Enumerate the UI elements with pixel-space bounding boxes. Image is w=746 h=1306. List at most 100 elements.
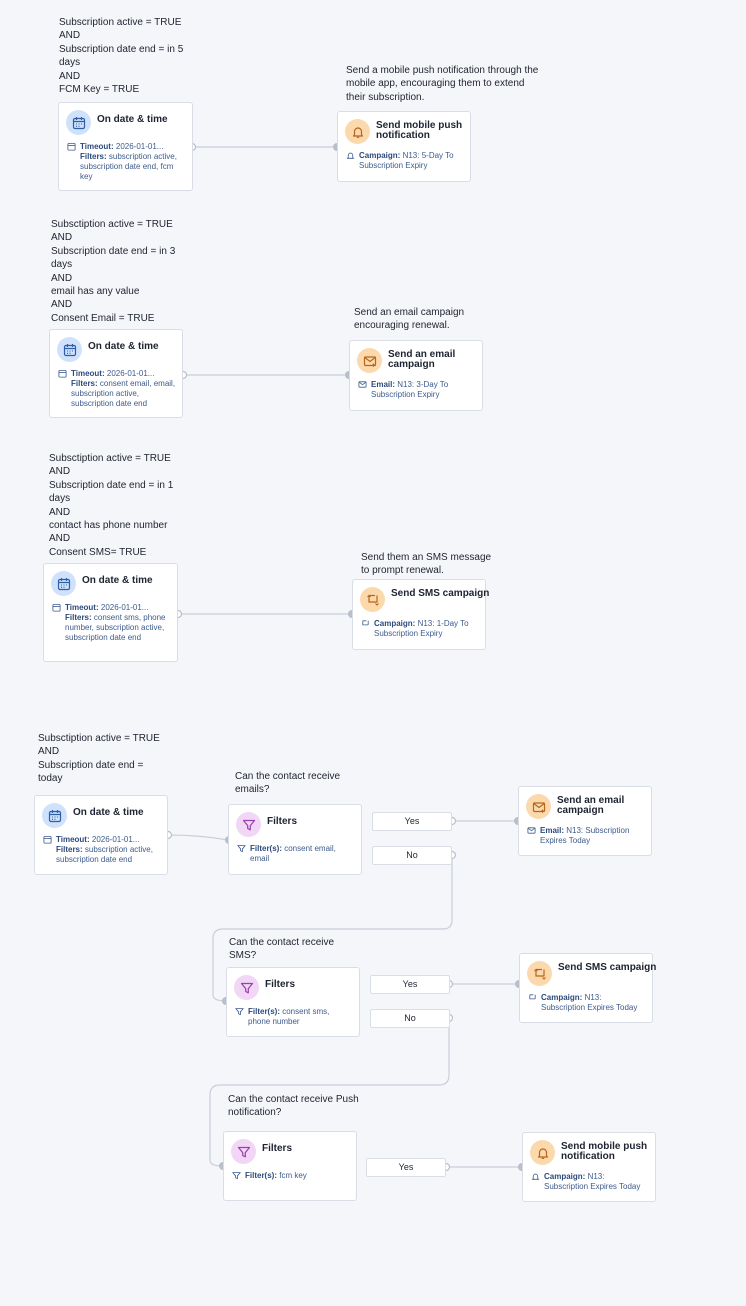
calendar-small-icon [43,835,52,844]
email-label: Email: [540,826,565,835]
action-note: Send an email campaign encouraging renew… [354,307,465,332]
trigger-node-date-time[interactable]: On date & time Timeout: 2026-01-01... Fi… [49,329,183,418]
timeout-value: 2026-01-01... [100,603,149,612]
funnel-icon [236,812,261,837]
mail-small-icon [527,827,536,834]
branch-no[interactable]: No [370,1009,450,1028]
filters-value: consent sms, phone number [248,1007,330,1026]
filters-label: Filters: [56,845,83,854]
timeout-value: 2026-01-01... [115,142,164,151]
condition-note: Subsctiption active = TRUE AND Subscript… [51,219,176,324]
calendar-icon [42,803,67,828]
node-detail: Filter(s): fcm key [232,1171,350,1181]
campaign-label: Campaign: [374,619,416,628]
filters-value: consent email, email [250,844,336,863]
calendar-icon [57,337,82,362]
funnel-small-icon [237,845,246,853]
action-node-email[interactable]: Send an email campaign Email: N13: Subsc… [518,786,652,856]
timeout-value: 2026-01-01... [91,835,140,844]
node-title: Send an email campaign [388,349,456,370]
campaign-label: Campaign: [541,993,583,1002]
node-detail: Campaign: N13: 1-Day To Subscription Exp… [361,619,479,639]
filter-note: Can the contact receive Push notificatio… [228,1094,359,1119]
sms-small-icon [362,620,369,626]
sms-small-icon [529,994,536,1000]
filter-node[interactable]: Filters Filter(s): consent email, email [228,804,362,875]
campaign-value: N13: 1-Day To Subscription Expiry [374,619,469,638]
action-node-sms[interactable]: Send SMS campaign Campaign: N13: 1-Day T… [352,579,489,650]
node-detail: Email: N13: 3-Day To Subscription Expiry [358,380,476,400]
filters-label: Filter(s): [248,1007,280,1016]
action-note: Send a mobile push notification through … [346,65,539,103]
node-title: Send mobile push notification [376,120,463,141]
mail-icon [357,348,382,373]
branch-yes[interactable]: Yes [370,975,450,994]
filters-label: Filters: [65,613,92,622]
node-title: Filters [262,1143,293,1154]
action-node-email[interactable]: Send an email campaign Email: N13: 3-Day… [349,340,483,411]
filters-value: subscription active, subscription date e… [80,152,177,181]
calendar-small-icon [58,369,67,378]
filters-label: Filters: [80,152,107,161]
bell-icon [530,1140,555,1165]
filters-label: Filter(s): [250,844,282,853]
email-value: N13: 3-Day To Subscription Expiry [371,380,449,399]
trigger-node-date-time[interactable]: On date & time Timeout: 2026-01-01... Fi… [34,795,168,875]
campaign-value: N13: Subscription Expires Today [541,993,638,1012]
node-detail: Filter(s): consent email, email [237,844,355,864]
node-title: Send an email campaign [557,795,625,816]
action-node-push[interactable]: Send mobile push notification Campaign: … [337,111,471,182]
calendar-small-icon [67,142,76,151]
node-detail: Timeout: 2026-01-01... Filters: subscrip… [43,835,161,865]
filter-note: Can the contact receive emails? [235,771,341,796]
node-title: On date & time [88,341,159,352]
calendar-icon [66,110,91,135]
timeout-label: Timeout: [71,369,105,378]
email-value: N13: Subscription Expires Today [540,826,630,845]
node-title: Send SMS campaign [391,588,490,599]
action-node-push[interactable]: Send mobile push notification Campaign: … [522,1132,656,1202]
trigger-node-date-time[interactable]: On date & time Timeout: 2026-01-01... Fi… [58,102,193,191]
branch-yes[interactable]: Yes [372,812,452,831]
mail-icon [526,794,551,819]
filters-value: consent sms, phone number, subscription … [65,613,166,642]
filters-value: subscription active, subscription date e… [56,845,153,864]
campaign-value: N13: Subscription Expires Today [544,1172,641,1191]
node-title: Send SMS campaign [558,962,657,973]
filters-value: fcm key [279,1171,307,1180]
sms-icon [527,961,552,986]
bell-small-icon [346,152,355,159]
node-detail: Campaign: N13: Subscription Expires Toda… [528,993,646,1013]
condition-note: Subsctiption active = TRUE AND Subscript… [49,453,174,558]
trigger-node-date-time[interactable]: On date & time Timeout: 2026-01-01... Fi… [43,563,178,662]
node-title: Send mobile push notification [561,1141,648,1162]
node-title: On date & time [73,807,144,818]
node-detail: Timeout: 2026-01-01... Filters: subscrip… [67,142,186,182]
timeout-label: Timeout: [56,835,90,844]
filters-label: Filters: [71,379,98,388]
funnel-small-icon [232,1172,241,1180]
bell-icon [345,119,370,144]
mail-small-icon [358,381,367,388]
calendar-small-icon [52,603,61,612]
timeout-value: 2026-01-01... [106,369,155,378]
node-detail: Filter(s): consent sms, phone number [235,1007,353,1027]
node-detail: Timeout: 2026-01-01... Filters: consent … [58,369,176,409]
timeout-label: Timeout: [80,142,114,151]
filter-note: Can the contact receive SMS? [229,937,335,962]
filter-node[interactable]: Filters Filter(s): fcm key [223,1131,357,1201]
filter-node[interactable]: Filters Filter(s): consent sms, phone nu… [226,967,360,1037]
campaign-value: N13: 5-Day To Subscription Expiry [359,151,454,170]
connector-line [167,834,229,841]
funnel-icon [231,1139,256,1164]
campaign-label: Campaign: [544,1172,586,1181]
branch-yes[interactable]: Yes [366,1158,446,1177]
bell-small-icon [531,1173,540,1180]
node-title: Filters [265,979,296,990]
condition-note: Subscription active = TRUE AND Subscript… [59,17,184,96]
action-node-sms[interactable]: Send SMS campaign Campaign: N13: Subscri… [519,953,656,1023]
funnel-icon [234,975,259,1000]
branch-no[interactable]: No [372,846,452,865]
node-title: On date & time [82,575,153,586]
filters-label: Filter(s): [245,1171,277,1180]
